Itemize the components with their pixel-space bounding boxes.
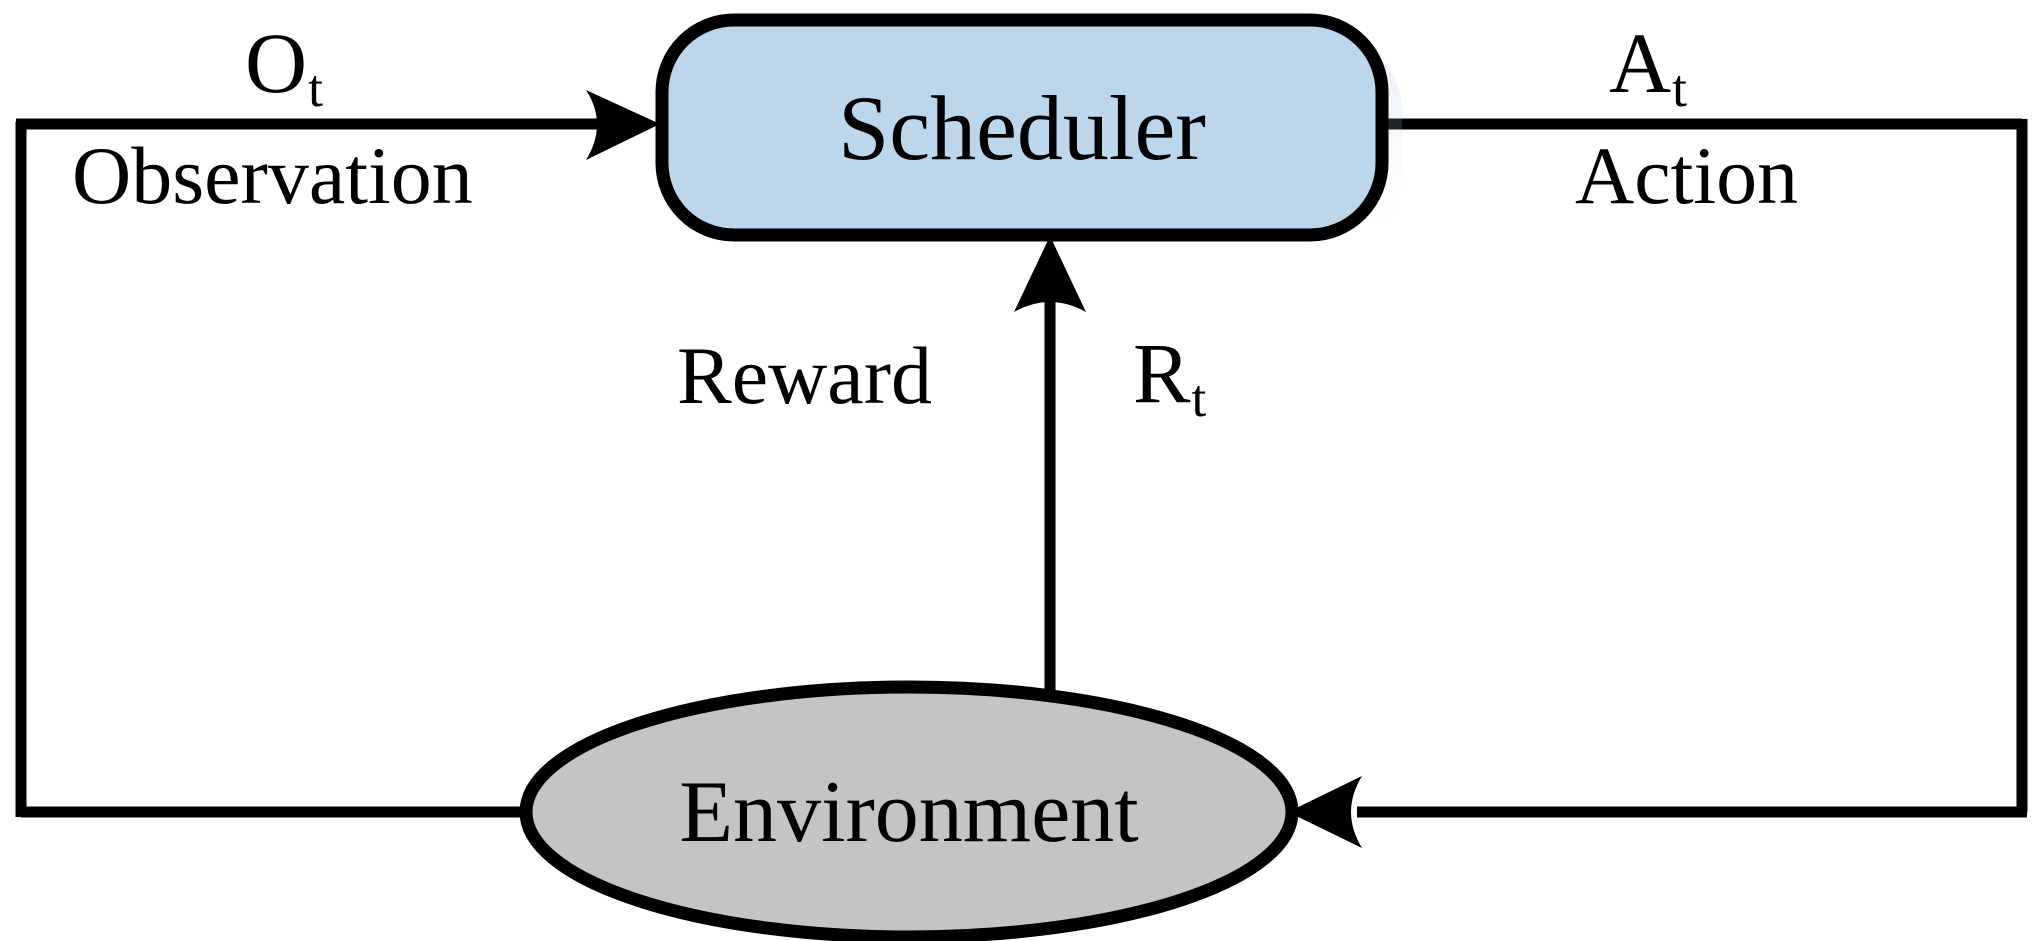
reward-symbol-label: Rt: [1133, 330, 1206, 425]
observation-symbol-label: Ot: [245, 20, 323, 115]
action-symbol-subscript: t: [1672, 57, 1687, 118]
observation-word-label: Observation: [72, 130, 473, 221]
reward-symbol-subscript: t: [1191, 367, 1207, 428]
observation-symbol-letter: O: [245, 15, 308, 111]
reward-symbol-letter: R: [1133, 325, 1191, 421]
scheduler-node-label: Scheduler: [838, 77, 1206, 179]
action-word-label: Action: [1575, 130, 1799, 221]
action-arrowhead-icon: [1288, 776, 1362, 848]
observation-symbol-subscript: t: [308, 57, 323, 118]
observation-arrowhead-icon: [586, 90, 660, 160]
scheduler-node-shape: [655, 13, 1389, 242]
action-symbol-letter: A: [1609, 15, 1672, 111]
environment-node-shape: [519, 680, 1299, 941]
reward-arrowhead-icon: [1014, 236, 1086, 312]
reward-word-label: Reward: [677, 330, 933, 421]
action-symbol-label: At: [1609, 20, 1687, 115]
environment-node-label: Environment: [679, 764, 1139, 861]
